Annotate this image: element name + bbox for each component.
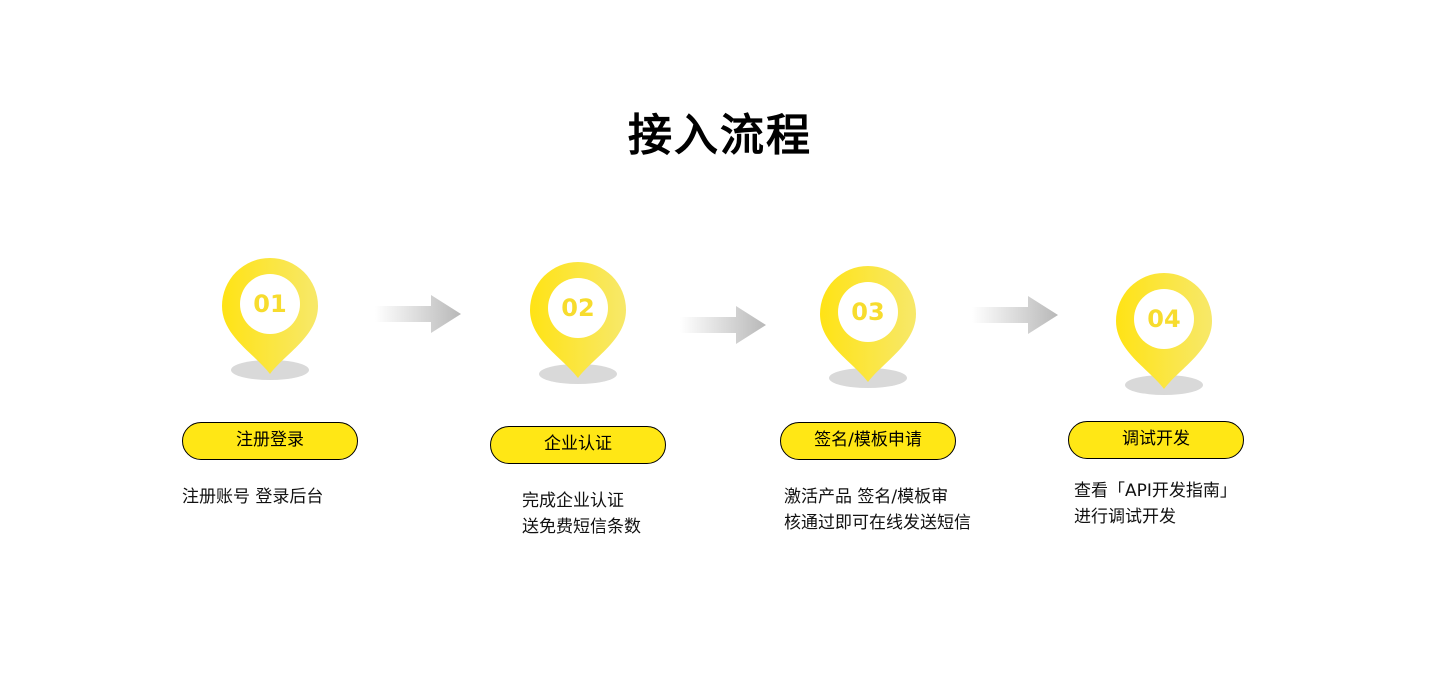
location-pin-shape [1116,273,1212,389]
step-1: 01 注册登录 注册账号 登录后台 [170,258,370,507]
step-number: 01 [253,290,287,318]
step-number: 04 [1147,305,1181,333]
map-pin-icon: 02 [478,262,678,392]
step-4: 04 调试开发 查看「API开发指南」 进行调试开发 [1064,273,1264,527]
arrow-right-icon [680,306,766,344]
step-2: 02 企业认证 完成企业认证 送免费短信条数 [478,262,678,537]
step-label-button[interactable]: 企业认证 [490,426,666,464]
step-description-line: 注册账号 登录后台 [182,487,324,507]
location-pin-shape [820,266,916,382]
step-description: 注册账号 登录后台 [182,484,422,510]
location-pin-shape [222,258,318,374]
map-pin-icon: 04 [1064,273,1264,403]
step-description: 查看「API开发指南」 进行调试开发 [1074,478,1314,530]
location-pin-shape [530,262,626,378]
page-title: 接入流程 [628,110,812,161]
step-3: 03 签名/模板申请 激活产品 签名/模板审 核通过即可在线发送短信 [768,266,971,533]
map-pin-icon: 03 [768,266,968,396]
map-pin-icon: 01 [170,258,370,388]
step-description-line: 完成企业认证 [522,491,624,511]
step-description-line: 送免费短信条数 [522,517,641,537]
step-description: 激活产品 签名/模板审 核通过即可在线发送短信 [784,484,1024,536]
step-number: 03 [851,298,885,326]
step-description-line: 查看「API开发指南」 [1074,481,1237,501]
step-label-button[interactable]: 调试开发 [1068,421,1244,459]
step-description: 完成企业认证 送免费短信条数 [522,488,762,540]
arrow-right-icon [375,295,461,333]
step-label-button[interactable]: 签名/模板申请 [780,422,956,460]
step-number: 02 [561,294,595,322]
step-description-line: 进行调试开发 [1074,507,1176,527]
arrow-right-icon [972,296,1058,334]
step-description-line: 核通过即可在线发送短信 [784,513,971,533]
step-description-line: 激活产品 签名/模板审 [784,487,949,507]
step-label-button[interactable]: 注册登录 [182,422,358,460]
